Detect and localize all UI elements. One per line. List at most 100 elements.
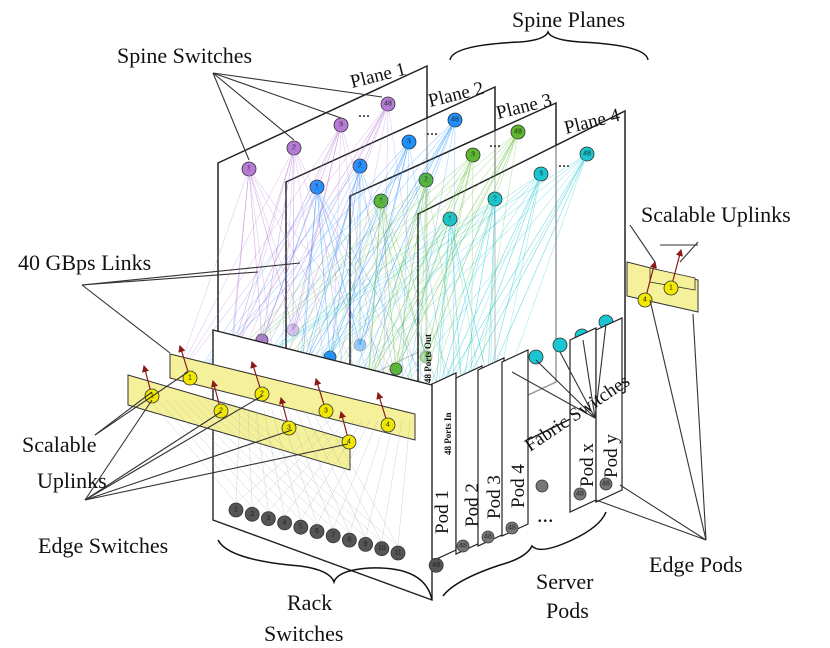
link-line	[418, 131, 519, 421]
link-line	[244, 119, 456, 391]
fabric-switch-node	[552, 337, 568, 353]
rack-switch-node-text: 10	[378, 545, 386, 552]
link-line	[367, 179, 427, 382]
link-line	[367, 131, 519, 382]
link-line	[461, 153, 588, 391]
link-line	[231, 103, 389, 353]
link-line	[301, 119, 456, 370]
annotation-line	[84, 429, 293, 501]
link-line	[487, 173, 542, 381]
link-line	[329, 119, 456, 358]
link-line	[280, 173, 542, 391]
link-line	[425, 131, 519, 358]
spine-node-text: 48	[514, 129, 522, 136]
link-line	[487, 153, 588, 381]
rack-link	[319, 409, 399, 547]
annotation-line	[594, 323, 607, 419]
link-line	[384, 153, 588, 411]
pod-node	[535, 479, 549, 493]
plane-ellipsis: ...	[358, 104, 370, 121]
link-line	[330, 103, 389, 411]
annotation-line	[94, 371, 189, 436]
link-line	[367, 200, 382, 382]
rack-link	[189, 399, 318, 525]
rack-link	[197, 399, 334, 529]
rack-link	[205, 399, 350, 534]
rack-switch-node-text: 6	[315, 528, 319, 535]
link-line	[301, 141, 410, 370]
scalable-uplinks-left-line1: Scalable	[22, 432, 97, 457]
rack-link	[271, 409, 302, 521]
link-line	[262, 131, 519, 391]
scalable-uplinks-left-line2: Uplinks	[37, 468, 107, 493]
link-line	[380, 200, 397, 370]
link-line	[329, 165, 361, 358]
annotation-line	[212, 72, 250, 161]
spine-node-text: 3	[339, 122, 343, 129]
rack-switches-brace	[217, 539, 433, 601]
ports-out-label: 48 Ports Out	[423, 334, 433, 383]
annotation-line	[81, 271, 259, 286]
rack-link	[311, 409, 383, 542]
link-line	[296, 119, 456, 401]
link-line	[434, 153, 588, 402]
link-line	[384, 173, 542, 411]
link-line	[292, 124, 342, 331]
edge-switch-node-text: 4	[386, 422, 390, 429]
rack-link	[295, 409, 350, 534]
link-line	[434, 198, 496, 402]
fabric-switch-node	[528, 349, 544, 365]
rack-link	[255, 409, 269, 512]
rack-switch-node-text: 8	[347, 537, 351, 544]
rack-link	[300, 419, 363, 521]
link-line	[261, 103, 389, 341]
edge-switch-node-text: 4	[643, 297, 647, 304]
link-line	[461, 198, 496, 391]
pod-tail-node-text: 48	[576, 491, 584, 498]
rack-link	[397, 419, 411, 547]
annotation-line	[692, 313, 707, 541]
link-line	[248, 168, 263, 341]
server-pod-frame	[595, 317, 623, 503]
pod-tail-node	[505, 521, 519, 535]
link-line	[280, 153, 588, 391]
annotation-line	[212, 72, 383, 98]
link-line	[316, 186, 331, 358]
annotation-line	[94, 391, 153, 436]
link-line	[418, 179, 427, 421]
annotation-line	[559, 351, 596, 419]
annotation-line	[81, 284, 171, 354]
pod-2-label: Pod 2	[462, 483, 483, 527]
link-line	[449, 218, 463, 391]
link-line	[395, 131, 519, 370]
edge-switch-node	[663, 280, 679, 296]
rack-switch-node-text: 1	[234, 507, 238, 514]
link-line	[301, 165, 361, 370]
rack-link	[316, 419, 371, 525]
link-line	[366, 131, 519, 411]
link-line	[231, 147, 295, 353]
link-line	[487, 198, 496, 381]
edge-switch-node-text: 3	[287, 425, 291, 432]
annotation-line	[595, 499, 707, 541]
annotation-line	[511, 371, 596, 419]
spine-node-text: 3	[407, 139, 411, 146]
annotation-line	[212, 72, 342, 119]
spine-node-text: 3	[539, 171, 543, 178]
link-line	[461, 173, 542, 391]
pod-x-label: Pod x	[577, 443, 598, 487]
server-pods-line2: Pods	[546, 598, 589, 623]
link-line	[425, 154, 474, 358]
annotation-line	[629, 224, 656, 263]
link-line	[332, 173, 542, 401]
edge-switch-node-text: 1	[669, 285, 673, 292]
pods-ellipsis: ...	[537, 502, 554, 527]
annotation-line	[84, 399, 153, 501]
link-line	[261, 147, 295, 341]
edge-switches-label: Edge Switches	[38, 533, 168, 558]
pod-3-label: Pod 3	[484, 475, 505, 519]
link-line	[174, 147, 295, 381]
spine-node-text: 3	[471, 152, 475, 159]
pod-tail-node	[573, 487, 587, 501]
